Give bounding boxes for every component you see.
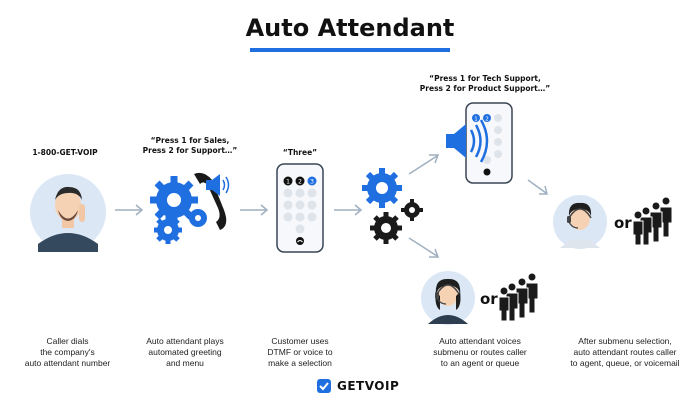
caption-line: and menu (166, 358, 204, 368)
step-2-caption: Auto attendant plays automated greeting … (130, 336, 240, 369)
submenu-phone-speaker-icon: 1 2 (446, 102, 513, 184)
logo-text: GETVOIP (337, 379, 400, 393)
caption-line: submenu or routes caller (433, 347, 527, 357)
caption-line: Caller dials (46, 336, 89, 346)
title-underline (250, 48, 450, 52)
caption-line: auto attendant routes caller (573, 347, 677, 357)
queue-people-icon (632, 196, 673, 246)
step-3-caption: Customer uses DTMF or voice to make a se… (250, 336, 350, 369)
keypad-key-3: 3 (310, 179, 314, 186)
submenu-key-1: 1 (474, 117, 478, 123)
caller-person-icon (30, 174, 106, 252)
step-4-caption: Auto attendant voices submenu or routes … (415, 336, 545, 369)
step-5-caption: After submenu selection, auto attendant … (555, 336, 695, 369)
arrow-icon (334, 204, 363, 216)
caption-line: the company's (40, 347, 95, 357)
phone-number-label: 1-800-GET-VOIP (32, 148, 98, 157)
caption-line: Customer uses (271, 336, 329, 346)
greeting-quote-line-1: “Press 1 for Sales, (150, 136, 230, 145)
caption-line: automated greeting (148, 347, 222, 357)
queue-people-icon (498, 272, 539, 322)
step-1-caption: Caller dials the company's auto attendan… (5, 336, 130, 369)
keypad-phone-icon: 1 2 3 (276, 163, 324, 253)
getvoip-logo: GETVOIP (317, 379, 399, 393)
caption-line: to an agent or queue (440, 358, 520, 368)
greeting-quote: “Press 1 for Sales, Press 2 for Support…… (130, 136, 250, 156)
arrow-icon (115, 204, 144, 216)
gears-icon (362, 168, 423, 244)
keypad-key-1: 1 (286, 179, 290, 186)
submenu-quote-line-1: “Press 1 for Tech Support, (429, 74, 541, 83)
selection-quote: “Three” (282, 148, 318, 157)
gears-phone-speaker-icon (150, 172, 230, 244)
submenu-quote-line-2: Press 2 for Product Support…” (419, 84, 551, 93)
arrow-down-right-icon (527, 179, 548, 195)
greeting-quote-line-2: Press 2 for Support…” (142, 146, 238, 155)
checkmark-logo-icon (317, 379, 331, 393)
caption-line: auto attendant number (24, 358, 111, 368)
caption-line: to agent, queue, or voicemail (570, 358, 680, 368)
arrow-up-right-icon (408, 154, 440, 175)
agent-icon (553, 195, 607, 249)
caption-line: Auto attendant plays (146, 336, 224, 346)
arrow-down-right-icon (408, 237, 440, 258)
submenu-quote: “Press 1 for Tech Support, Press 2 for P… (410, 74, 560, 94)
arrow-icon (240, 204, 269, 216)
or-label: or (614, 214, 632, 232)
caption-line: make a selection (268, 358, 332, 368)
caption-line: After submenu selection, (578, 336, 672, 346)
submenu-key-2: 2 (485, 117, 489, 123)
caption-line: Auto attendant voices (439, 336, 521, 346)
caption-line: DTMF or voice to (267, 347, 333, 357)
diagram-title: Auto Attendant (245, 14, 455, 42)
keypad-key-2: 2 (298, 179, 302, 186)
agent-woman-icon (421, 271, 475, 325)
or-label: or (480, 290, 498, 308)
